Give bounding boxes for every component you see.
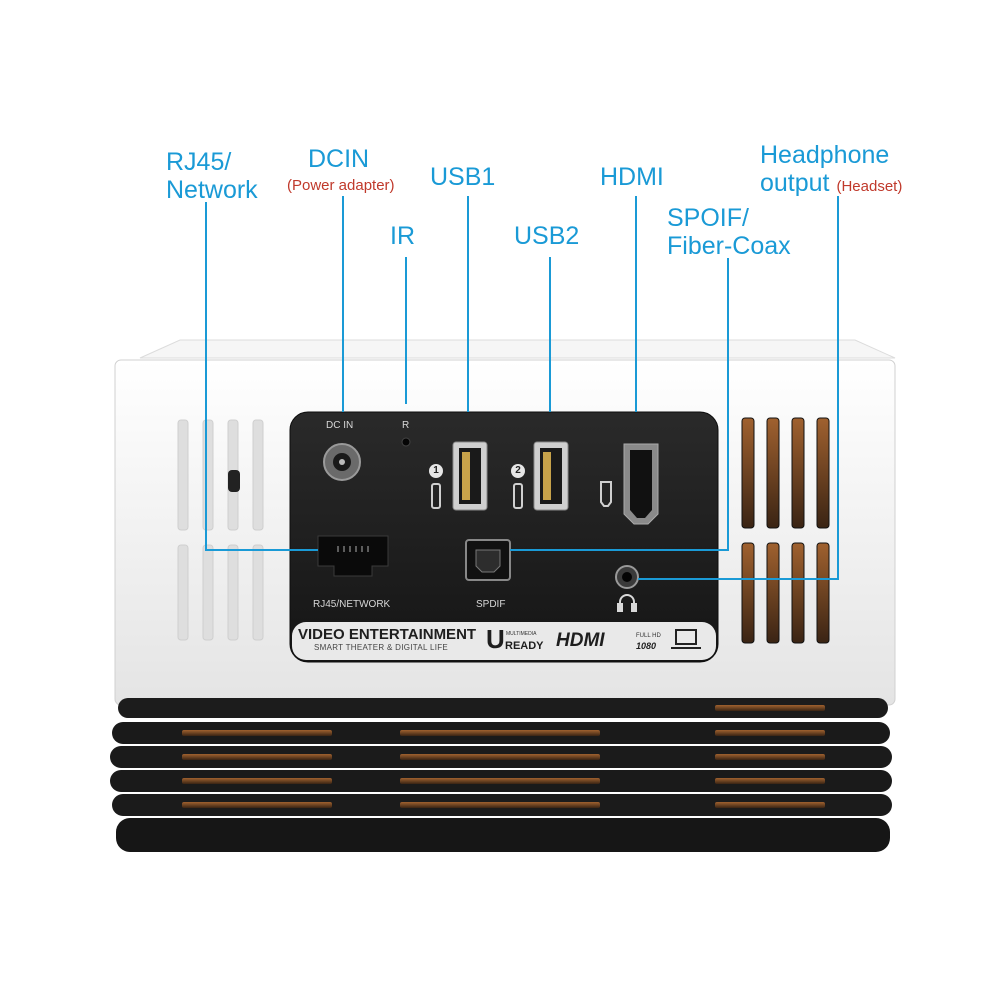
callout-usb1: USB1	[430, 163, 496, 191]
callout-dcin-title: DCIN	[308, 145, 370, 173]
uready-small: MULTIMEDIA	[506, 631, 537, 637]
leader-dcin	[342, 196, 344, 412]
usb2-number: 2	[511, 464, 525, 478]
leader-rj45	[205, 202, 207, 551]
callout-ir: IR	[390, 222, 415, 250]
base-vents	[182, 705, 825, 808]
usb-port-icon	[431, 483, 441, 509]
headphone-icon	[617, 594, 637, 612]
panel-label-spdif: SPDIF	[476, 599, 506, 610]
leader-headphone-h	[638, 578, 839, 580]
spdif-port	[465, 539, 511, 581]
callout-spdif-line1: SPOIF/	[667, 204, 749, 232]
brand-tagline: SMART THEATER & DIGITAL LIFE	[314, 643, 449, 652]
leader-ir	[405, 257, 407, 404]
rj45-port	[317, 535, 389, 577]
panel-label-rj45: RJ45/NETWORK	[313, 599, 391, 610]
callout-headphone-note: (Headset)	[836, 178, 903, 195]
ir-sensor	[401, 437, 411, 447]
device-base	[110, 698, 892, 852]
leader-headphone	[837, 196, 839, 580]
usb1-port	[452, 441, 488, 511]
usb2-port	[533, 441, 569, 511]
callout-headphone-line1: Headphone	[760, 141, 890, 169]
callout-rj45-line2: Network	[166, 176, 258, 204]
callout-headphone: Headphone output (Headset)	[760, 141, 902, 201]
panel-label-dc-in: DC IN	[326, 420, 354, 431]
callout-headphone-line2: output	[760, 169, 830, 197]
leader-usb2	[549, 257, 551, 412]
leader-spdif	[727, 258, 729, 551]
connector-panel	[289, 411, 719, 663]
callout-dcin: DCIN	[308, 145, 369, 173]
leader-usb1	[467, 196, 469, 412]
callout-headphone-line2-wrap: output (Headset)	[760, 169, 902, 201]
uready-u: U	[486, 624, 505, 654]
uready-word: READY	[505, 640, 544, 652]
callout-usb2: USB2	[514, 222, 580, 250]
brand-headline: VIDEO ENTERTAINMENT	[298, 626, 477, 643]
panel-label-ir: R	[402, 420, 410, 431]
hdmi-port-icon	[600, 481, 612, 507]
callout-rj45: RJ45/ Network	[166, 148, 258, 204]
hdmi-logo: HDMI	[556, 630, 605, 651]
callout-dcin-note: (Power adapter)	[287, 177, 395, 194]
leader-spdif-h	[510, 549, 729, 551]
side-slot	[228, 470, 240, 492]
fullhd-top: FULL HD	[636, 633, 661, 639]
usb1-number: 1	[429, 464, 443, 478]
leader-rj45-h	[205, 549, 318, 551]
fullhd-bottom: 1080	[636, 641, 657, 651]
callout-hdmi: HDMI	[600, 163, 664, 191]
callout-spdif: SPOIF/ Fiber-Coax	[667, 204, 791, 260]
hdmi-port	[623, 443, 659, 525]
callout-rj45-line1: RJ45/	[166, 148, 232, 176]
laptop-icon	[671, 629, 701, 649]
right-vents	[741, 417, 830, 644]
callout-spdif-line2: Fiber-Coax	[667, 232, 791, 260]
leader-hdmi	[635, 196, 637, 412]
